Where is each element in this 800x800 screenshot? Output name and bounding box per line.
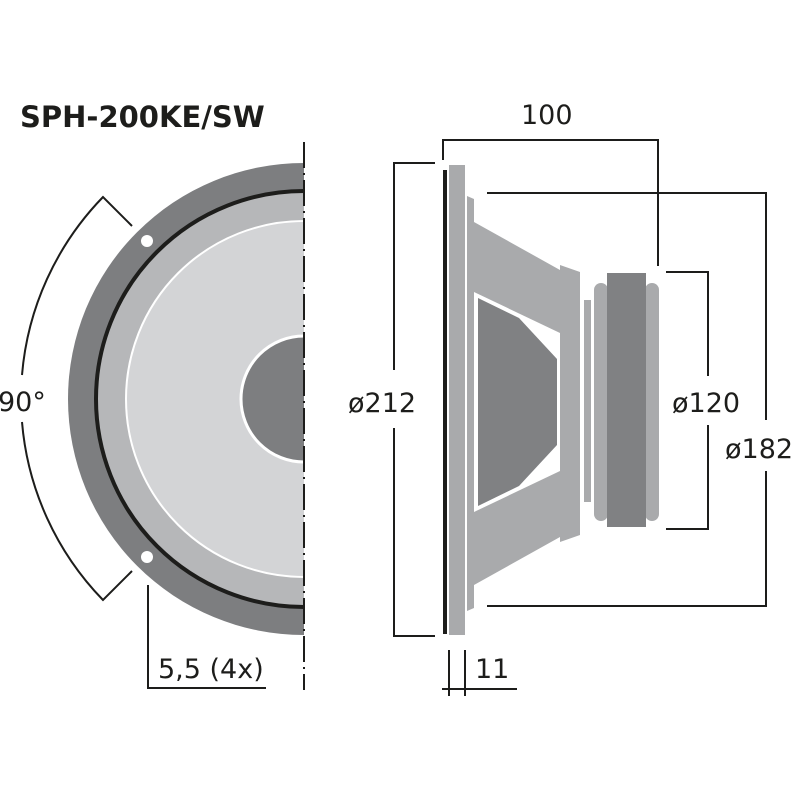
flange [449,165,465,635]
hole-label: 5,5 (4x) [158,654,264,685]
magnet [607,273,646,527]
flange-thickness-label: 11 [475,654,509,685]
gasket [443,170,447,634]
back-plate [584,300,591,502]
magnet-front-plate [594,283,608,521]
cutout-diameter-label: ø182 [725,434,793,465]
angle-arc-upper [21,195,133,376]
dust-cap [239,334,304,464]
depth-label: 100 [521,100,573,131]
cutout-diameter-line-bottom [487,471,767,607]
magnet-diameter-line-top [666,271,709,376]
cone [125,220,304,578]
outer-diameter-line-bottom [393,428,435,637]
magnet-diameter-line-bottom [666,425,709,530]
cone-visible [478,298,557,506]
mounting-hole-bottom [141,551,153,563]
magnet-back-plate [645,283,659,521]
magnet-diameter-label: ø120 [672,388,740,419]
hole-dimension-leader [147,585,266,689]
mounting-hole-top [141,235,153,247]
depth-dimension-line [442,139,659,266]
angle-arc-lower [21,421,133,602]
front-view [68,163,304,635]
angle-label: 90° [0,387,46,418]
side-view [443,165,659,635]
cutout-diameter-line-top [487,192,767,420]
model-title: SPH-200KE/SW [20,100,265,134]
outer-diameter-line-top [393,162,435,370]
outer-diameter-label: ø212 [348,388,416,419]
